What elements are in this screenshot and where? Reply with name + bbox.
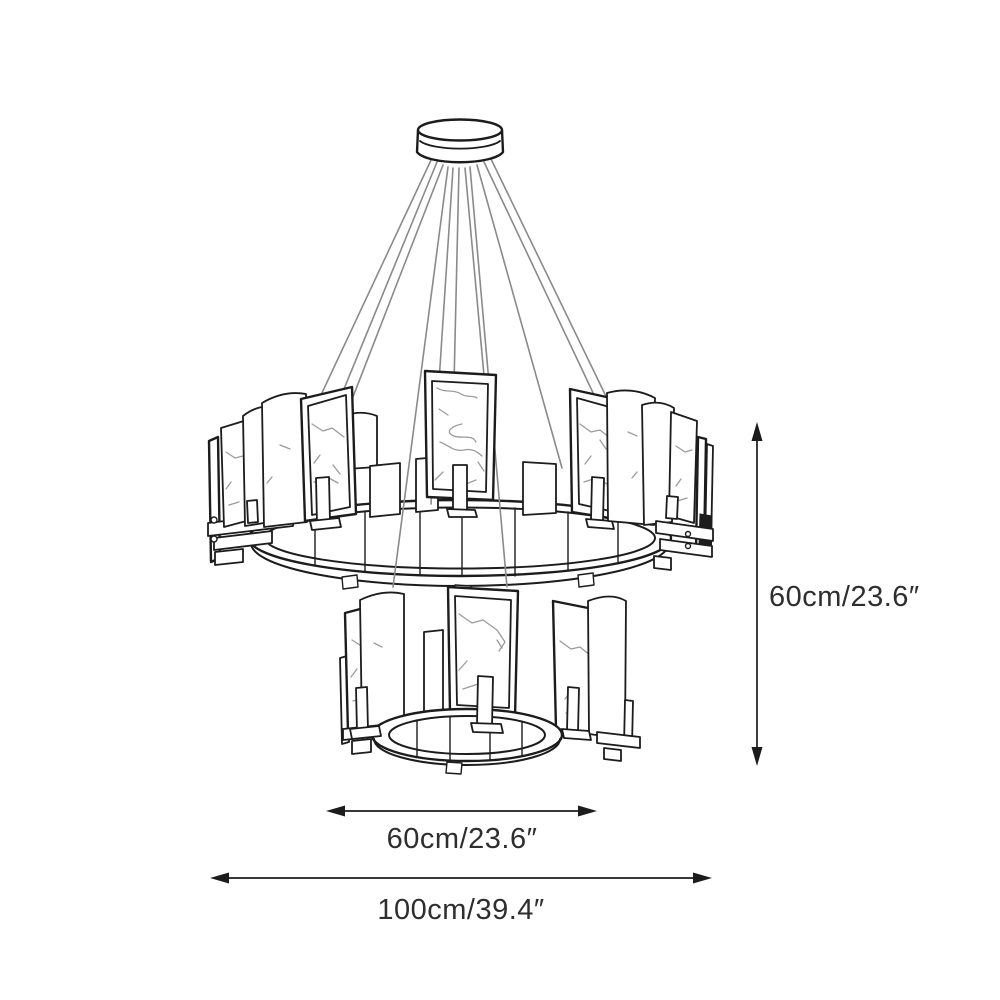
arrow-left-icon <box>210 872 229 884</box>
back-panel <box>522 461 557 516</box>
bracket-foot <box>603 747 622 762</box>
upper-right-panel-group <box>606 389 698 526</box>
holder-base <box>470 722 504 734</box>
lower-ring-inner-wall-segments <box>416 716 523 762</box>
bracket-foot <box>351 738 372 755</box>
bracket-foot <box>653 555 672 571</box>
suspension-cable <box>392 166 449 588</box>
marble-veins <box>579 423 612 485</box>
marble-veins <box>311 423 345 484</box>
canopy-rim-line <box>419 140 501 150</box>
arrow-right-icon <box>578 805 597 817</box>
lower-ring-inner-edge <box>388 715 546 755</box>
panel-inner-frame <box>454 595 512 709</box>
upper-tier-panels <box>207 369 714 571</box>
panel-inner-frame <box>431 380 489 493</box>
upper-left-panel-group <box>220 392 308 528</box>
candle-holder <box>476 675 494 727</box>
bracket-knob <box>684 542 692 550</box>
bracket-base <box>596 731 641 749</box>
glass-panel <box>261 392 308 528</box>
lower-diameter-label: 60cm/23.6″ <box>387 823 538 855</box>
back-panel <box>423 629 444 719</box>
marble-veins <box>266 444 291 484</box>
arrow-left-icon <box>326 805 345 817</box>
marble-veins <box>225 451 244 506</box>
ceiling-canopy <box>415 118 505 164</box>
back-panel <box>369 462 401 518</box>
panel-inner-frame <box>307 394 351 516</box>
holder-base <box>585 518 615 530</box>
suspension-cable <box>476 164 563 469</box>
upper-ring-foot <box>341 574 359 590</box>
candle-holder <box>590 476 605 522</box>
upper-ring-inner-wall-segments <box>314 506 619 577</box>
marble-panel <box>668 411 698 524</box>
candle-holder <box>355 686 369 733</box>
overall-diameter-dimension: 100cm/39.4″ <box>210 872 712 926</box>
candle-holder <box>566 686 580 733</box>
arrow-down-icon <box>751 747 763 766</box>
marble-veins <box>458 613 506 691</box>
holder-base <box>349 725 382 740</box>
panel-frame <box>299 385 358 523</box>
height-dimension: 60cm/23.6″ <box>751 422 920 766</box>
bracket-knob <box>210 516 218 524</box>
arrow-right-icon <box>693 872 712 884</box>
lower-tier-ring <box>370 707 564 775</box>
lower-tier-panels <box>339 585 641 762</box>
canopy-top <box>416 118 504 142</box>
upper-left-marble-panel <box>299 385 358 531</box>
marble-veins <box>373 642 383 648</box>
bracket-knob <box>210 535 218 543</box>
candle-holder <box>665 495 679 520</box>
marble-veins <box>627 431 638 479</box>
bracket-bar <box>213 530 273 551</box>
holder-base <box>309 517 342 531</box>
lower-ring-underside-edge <box>373 738 561 766</box>
height-dimension-label: 60cm/23.6″ <box>769 581 920 613</box>
holder-base <box>561 728 592 741</box>
lower-ring-foot <box>445 761 463 775</box>
holder-base <box>446 508 478 518</box>
candle-holder <box>246 499 259 524</box>
glass-panel <box>587 595 627 740</box>
upper-right-bracket <box>653 435 714 571</box>
panel-frame <box>423 369 498 502</box>
marble-veins <box>434 387 485 485</box>
overall-diameter-label: 100cm/39.4″ <box>377 894 544 926</box>
upper-ring-foot <box>577 572 595 588</box>
glass-panel <box>359 591 405 732</box>
bracket-knob <box>684 530 692 538</box>
candle-holder <box>315 476 331 524</box>
candle-holder <box>452 464 468 512</box>
suspension-cable <box>336 164 444 439</box>
bracket-foot <box>214 548 244 566</box>
lower-tier-holders <box>349 675 592 741</box>
upper-center-marble-panel <box>423 369 498 518</box>
bracket-base <box>655 520 714 542</box>
arrow-up-icon <box>751 422 763 441</box>
lower-diameter-dimension: 60cm/23.6″ <box>326 805 597 855</box>
